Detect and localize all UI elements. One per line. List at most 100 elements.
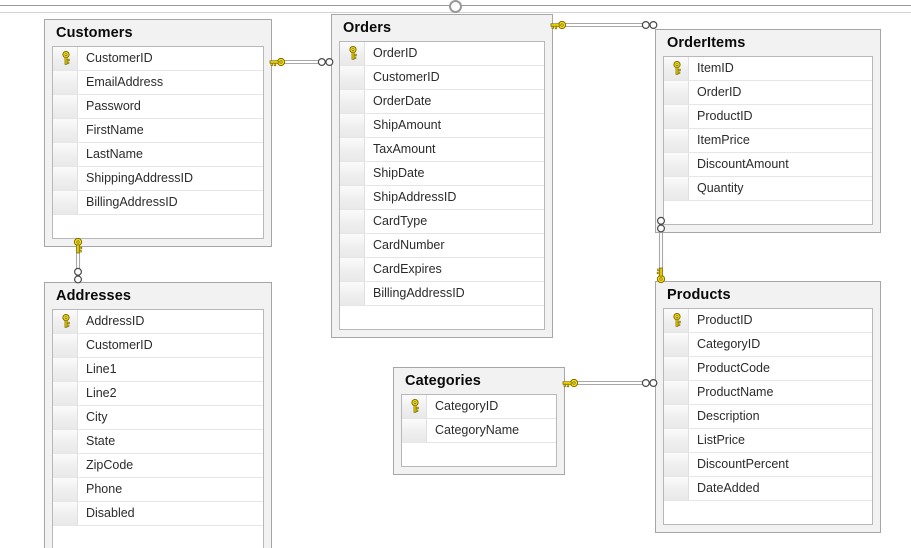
table-row[interactable]: Line2 (53, 382, 263, 406)
row-gutter[interactable] (340, 90, 365, 113)
row-gutter[interactable] (53, 478, 78, 501)
table-row[interactable]: CategoryID (402, 395, 556, 419)
row-gutter[interactable] (53, 430, 78, 453)
table-row[interactable]: CategoryID (664, 333, 872, 357)
table-row[interactable]: CustomerID (53, 47, 263, 71)
table-row[interactable]: DiscountAmount (664, 153, 872, 177)
table-row[interactable]: Phone (53, 478, 263, 502)
row-gutter[interactable] (340, 162, 365, 185)
row-gutter[interactable] (53, 406, 78, 429)
new-column-row[interactable] (53, 215, 263, 238)
relationship-customers-addresses[interactable] (66, 237, 90, 284)
table-row[interactable]: OrderDate (340, 90, 544, 114)
table-row[interactable]: City (53, 406, 263, 430)
row-gutter[interactable] (53, 215, 77, 238)
table-row[interactable]: EmailAddress (53, 71, 263, 95)
table-row[interactable]: OrderID (340, 42, 544, 66)
table-row[interactable]: Description (664, 405, 872, 429)
table-row[interactable]: CustomerID (53, 334, 263, 358)
top-splitter[interactable] (0, 0, 911, 13)
table-row[interactable]: ShipDate (340, 162, 544, 186)
row-gutter[interactable] (53, 502, 78, 525)
row-gutter[interactable] (53, 71, 78, 94)
row-gutter[interactable] (53, 143, 78, 166)
row-gutter[interactable] (340, 234, 365, 257)
table-row[interactable]: ZipCode (53, 454, 263, 478)
table-row[interactable]: ShipAddressID (340, 186, 544, 210)
table-row[interactable]: CustomerID (340, 66, 544, 90)
row-gutter[interactable] (664, 357, 689, 380)
table-row[interactable]: DiscountPercent (664, 453, 872, 477)
relationship-orders-orderitems[interactable] (550, 13, 658, 37)
row-gutter[interactable] (53, 119, 78, 142)
row-gutter[interactable] (664, 81, 689, 104)
row-gutter[interactable] (53, 167, 78, 190)
table-row[interactable]: Disabled (53, 502, 263, 526)
row-gutter[interactable] (340, 282, 365, 305)
new-column-row[interactable] (664, 201, 872, 224)
table-row[interactable]: DateAdded (664, 477, 872, 501)
table-row[interactable]: OrderID (664, 81, 872, 105)
relationship-categories-products[interactable] (562, 371, 658, 395)
row-gutter[interactable] (340, 66, 365, 89)
table-row[interactable]: CardType (340, 210, 544, 234)
table-row[interactable]: LastName (53, 143, 263, 167)
table-row[interactable]: ItemID (664, 57, 872, 81)
table-row[interactable]: CardExpires (340, 258, 544, 282)
row-gutter[interactable] (664, 129, 689, 152)
row-gutter[interactable] (340, 114, 365, 137)
row-gutter[interactable] (340, 186, 365, 209)
new-column-row[interactable] (402, 443, 556, 466)
row-gutter[interactable] (53, 358, 78, 381)
table-row[interactable]: State (53, 430, 263, 454)
table-row[interactable]: TaxAmount (340, 138, 544, 162)
table-row[interactable]: ShipAmount (340, 114, 544, 138)
row-gutter[interactable] (53, 526, 77, 548)
row-gutter[interactable] (664, 381, 689, 404)
row-gutter[interactable] (402, 419, 427, 442)
relationship-orderitems-products[interactable] (649, 216, 673, 284)
table-row[interactable]: Line1 (53, 358, 263, 382)
row-gutter[interactable] (340, 210, 365, 233)
row-gutter[interactable] (340, 306, 364, 329)
row-gutter[interactable] (664, 477, 689, 500)
new-column-row[interactable] (664, 501, 872, 524)
row-gutter[interactable] (53, 191, 78, 214)
table-row[interactable]: ShippingAddressID (53, 167, 263, 191)
row-gutter[interactable] (664, 177, 689, 200)
table-row[interactable]: Password (53, 95, 263, 119)
row-gutter[interactable] (402, 443, 426, 466)
row-gutter[interactable] (664, 105, 689, 128)
table-row[interactable]: ListPrice (664, 429, 872, 453)
table-row[interactable]: ProductID (664, 105, 872, 129)
row-gutter[interactable] (53, 382, 78, 405)
row-gutter[interactable] (664, 405, 689, 428)
table-row[interactable]: ProductCode (664, 357, 872, 381)
table-row[interactable]: AddressID (53, 310, 263, 334)
table-row[interactable]: ProductID (664, 309, 872, 333)
row-gutter[interactable] (340, 138, 365, 161)
table-row[interactable]: BillingAddressID (340, 282, 544, 306)
row-gutter[interactable] (53, 95, 78, 118)
table-row[interactable]: CardNumber (340, 234, 544, 258)
relationship-customers-orders[interactable] (269, 50, 334, 74)
table-row[interactable]: Quantity (664, 177, 872, 201)
new-column-row[interactable] (340, 306, 544, 329)
row-gutter[interactable] (340, 258, 365, 281)
table-row[interactable]: ProductName (664, 381, 872, 405)
table-row[interactable]: CategoryName (402, 419, 556, 443)
row-gutter[interactable] (664, 201, 688, 224)
table-row[interactable]: ItemPrice (664, 129, 872, 153)
row-gutter[interactable] (664, 153, 689, 176)
new-column-row[interactable] (53, 526, 263, 548)
